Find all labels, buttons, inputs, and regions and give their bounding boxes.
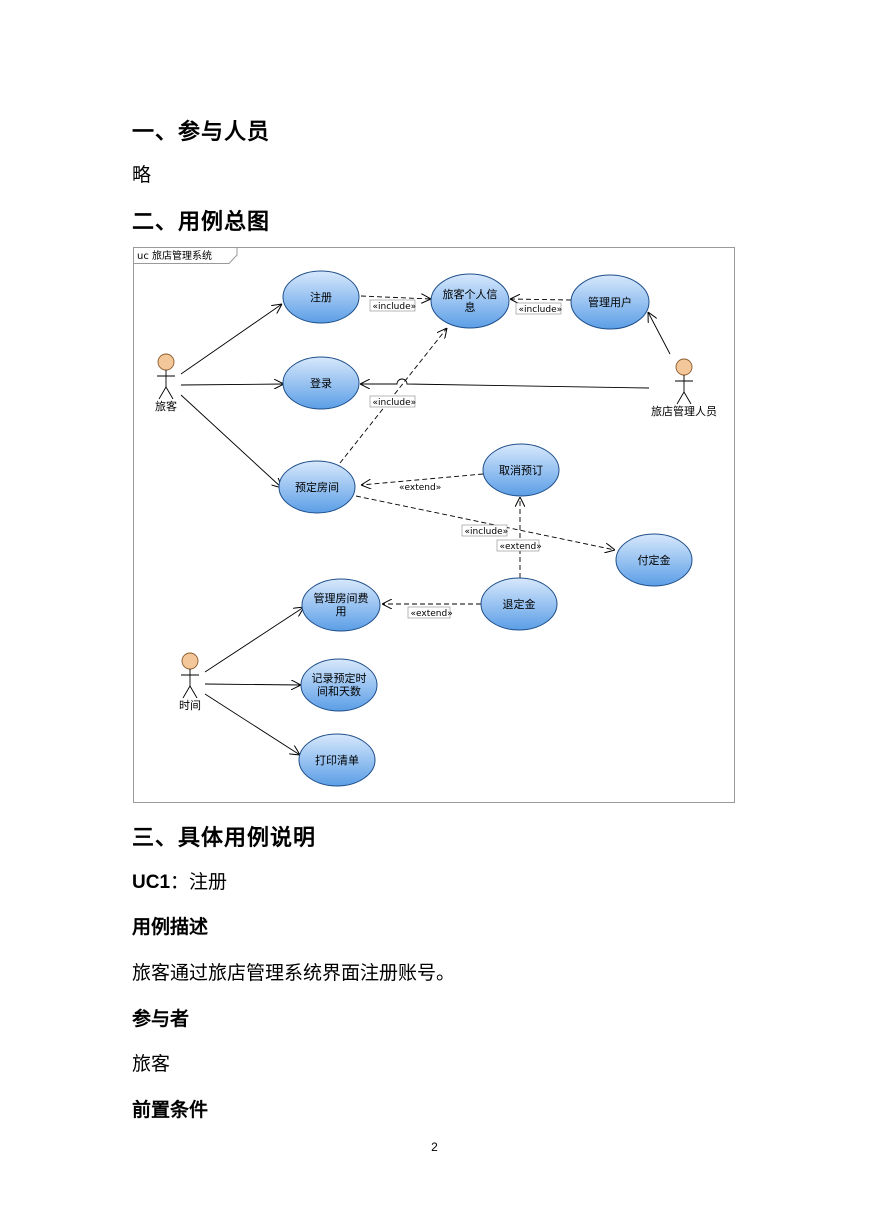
assoc-traveler-login [180, 384, 284, 385]
svg-text:«include»: «include» [465, 527, 509, 537]
include-reserve-info [339, 328, 447, 464]
usecase-cancel-reservation: 取消预订 [482, 443, 560, 497]
svg-text:«include»: «include» [519, 305, 563, 315]
stereotype-label: «include» [461, 524, 509, 537]
usecase-register: 注册 [282, 270, 360, 324]
usecase-refund-deposit: 退定金 [480, 577, 558, 631]
diagram-frame-title: uc 旅店管理系统 [137, 249, 212, 262]
stereotype-label: «extend» [407, 606, 453, 619]
svg-text:注册: 注册 [310, 290, 332, 304]
stereotype-label: «include» [369, 299, 417, 312]
include-manage-info [510, 299, 572, 300]
assoc-admin-login [360, 378, 650, 388]
usecase-manage-users: 管理用户 [570, 274, 650, 330]
svg-text:«extend»: «extend» [399, 483, 441, 493]
usecase-print-list: 打印清单 [298, 733, 376, 787]
uc1-actors: 旅客 [132, 1053, 171, 1075]
svg-text:间和天数: 间和天数 [317, 685, 361, 698]
svg-text:管理用户: 管理用户 [588, 295, 632, 309]
svg-text:退定金: 退定金 [503, 597, 536, 611]
svg-text:登录: 登录 [310, 376, 332, 390]
stereotype-label: «extend» [399, 483, 441, 493]
svg-text:取消预订: 取消预订 [499, 463, 543, 477]
include-register-info [360, 296, 431, 299]
section-overview-heading: 二、用例总图 [132, 210, 271, 235]
assoc-time-print [204, 693, 300, 755]
uc1-precondition-heading: 前置条件 [132, 1099, 209, 1121]
assoc-traveler-reserve [180, 394, 282, 488]
assoc-time-room-fee [204, 607, 304, 673]
uc1-label: UC1 [132, 872, 171, 893]
usecase-reserve-room: 预定房间 [278, 460, 356, 514]
actor-time [181, 652, 199, 699]
stereotype-label: «extend» [496, 539, 542, 552]
actor-traveler-label: 旅客 [155, 399, 177, 413]
include-reserve-deposit [355, 495, 615, 550]
svg-text:«include»: «include» [373, 398, 417, 408]
actor-time-label: 时间 [179, 699, 201, 712]
stereotype-label: «include» [369, 395, 417, 408]
svg-text:打印清单: 打印清单 [315, 753, 359, 767]
section-details-heading: 三、具体用例说明 [132, 826, 317, 851]
section-participants-body: 略 [132, 164, 152, 186]
section-participants-heading: 一、参与人员 [132, 120, 271, 145]
svg-text:旅客个人信: 旅客个人信 [443, 287, 498, 301]
svg-text:管理房间费: 管理房间费 [314, 591, 369, 605]
actor-hotel-admin [675, 358, 693, 405]
uc1-desc-heading: 用例描述 [132, 916, 209, 938]
assoc-admin-manage-users [648, 312, 671, 355]
svg-text:«include»: «include» [373, 302, 417, 312]
actor-hotel-admin-label: 旅店管理人员 [651, 404, 717, 418]
usecase-manage-room-fee: 管理房间费 用 [301, 578, 381, 632]
uc1-separator: ： [170, 871, 190, 893]
uc1-actors-heading: 参与者 [132, 1008, 190, 1030]
usecase-pay-deposit: 付定金 [615, 533, 693, 587]
svg-text:付定金: 付定金 [638, 553, 671, 567]
assoc-time-record [204, 684, 301, 685]
assoc-traveler-register [180, 304, 282, 375]
diagram-frame [133, 247, 735, 803]
usecase-login: 登录 [282, 356, 360, 410]
uc1-desc: 旅客通过旅店管理系统界面注册账号。 [132, 962, 456, 984]
extend-cancel-reserve [361, 473, 484, 485]
svg-text:«extend»: «extend» [500, 542, 542, 552]
svg-text:预定房间: 预定房间 [295, 480, 339, 494]
uc1-name: 注册 [189, 871, 228, 893]
use-case-diagram: uc 旅店管理系统 «include» «include» «include» … [133, 247, 735, 803]
svg-text:记录预定时: 记录预定时 [312, 671, 367, 685]
svg-text:用: 用 [336, 605, 347, 618]
usecase-personal-info: 旅客个人信 息 [430, 273, 510, 329]
page-number: 2 [431, 1140, 438, 1154]
svg-text:息: 息 [465, 300, 476, 314]
svg-text:«extend»: «extend» [411, 609, 453, 619]
stereotype-label: «include» [515, 302, 563, 315]
actor-traveler [157, 353, 175, 400]
usecase-record-time: 记录预定时 间和天数 [300, 658, 378, 712]
uc1-title: UC1：注册 [132, 867, 227, 894]
